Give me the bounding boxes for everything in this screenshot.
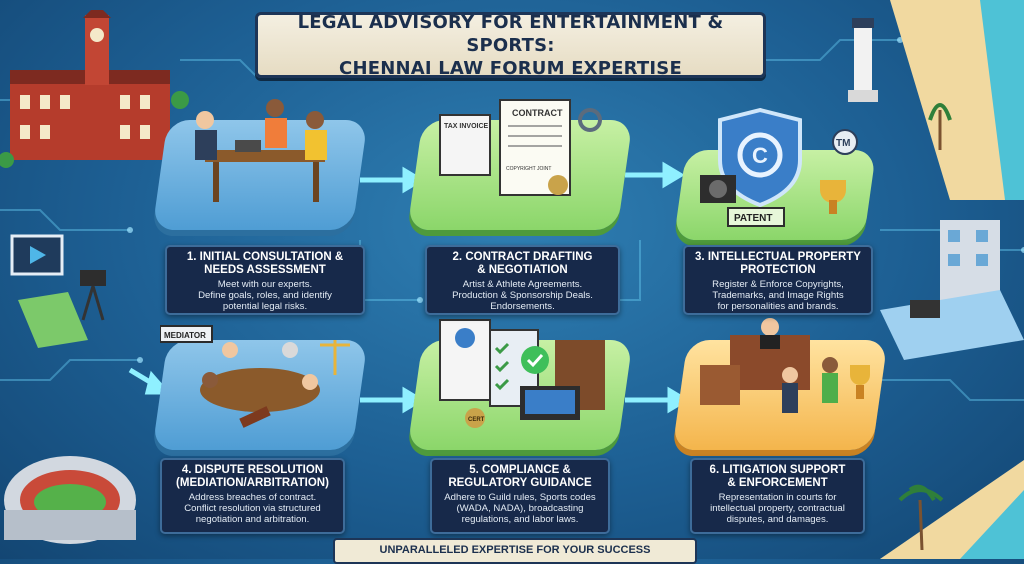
step-1-body-line: Define goals, roles, and identify: [198, 290, 332, 302]
mediator-label: MEDIATOR: [164, 331, 206, 340]
step-3-body-line: for personalities and brands.: [717, 301, 839, 313]
step-6-body-line: Representation in courts for: [718, 492, 837, 503]
step-4-heading-line-2: (MEDIATION/ARBITRATION): [176, 477, 329, 489]
consultation-meeting-scene: [195, 99, 327, 202]
step-2-body: Artist & Athlete Agreements. Production …: [433, 279, 612, 313]
step-6-body-line: disputes, and damages.: [726, 514, 829, 526]
cert-seal-label: CERT: [468, 417, 485, 423]
step-card-litigation: 6. LITIGATION SUPPORT & ENFORCEMENT Repr…: [690, 458, 865, 534]
step-1-body: Meet with our experts. Define goals, rol…: [173, 279, 357, 313]
step-1-body-line: potential legal risks.: [222, 301, 308, 313]
footer-tagline: UNPARALLELED EXPERTISE FOR YOUR SUCCESS: [333, 538, 697, 564]
step-5-body-line: regulations, and labor laws.: [461, 514, 579, 526]
step-5-heading-line-2: REGULATORY GUIDANCE: [448, 477, 592, 489]
step-2-heading-line-1: 2. CONTRACT DRAFTING: [452, 251, 593, 263]
step-6-heading-line-1: 6. LITIGATION SUPPORT: [709, 464, 846, 476]
office-building: [880, 220, 1024, 360]
step-2-body-line: Production & Sponsorship Deals.: [452, 290, 593, 302]
step-4-body: Address breaches of contract. Conflict r…: [168, 492, 337, 526]
step-1-heading-line-1: 1. INITIAL CONSULTATION &: [186, 251, 344, 263]
title-line-1: LEGAL ADVISORY FOR ENTERTAINMENT & SPORT…: [297, 11, 724, 56]
step-6-body: Representation in courts for intellectua…: [698, 492, 857, 526]
tax-invoice-label: TAX INVOICE: [444, 123, 489, 130]
ip-protection-scene: C PATENT TM: [700, 107, 858, 227]
step-card-dispute-resolution: 4. DISPUTE RESOLUTION (MEDIATION/ARBITRA…: [160, 458, 345, 534]
step-4-body-line: Conflict resolution via structured: [184, 503, 321, 515]
beach-lighthouse-scene: [848, 0, 1024, 200]
step-5-body-line: Adhere to Guild rules, Sports codes: [444, 492, 596, 503]
chennai-landmark-building: [0, 10, 189, 168]
courtroom-scene: [700, 318, 870, 413]
step-1-body-line: Meet with our experts.: [217, 279, 313, 290]
step-3-heading-line-2: PROTECTION: [740, 264, 816, 276]
step-1-heading-line-2: NEEDS ASSESSMENT: [204, 264, 326, 276]
patent-label: PATENT: [734, 213, 773, 224]
step-4-body-line: Address breaches of contract.: [188, 492, 317, 503]
step-2-body-line: Endorsements.: [490, 301, 555, 313]
step-2-heading-line-2: & NEGOTIATION: [477, 264, 568, 276]
trademark-label: TM: [836, 138, 850, 149]
step-4-body-line: negotiation and arbitration.: [195, 514, 310, 526]
step-5-heading-line-1: 5. COMPLIANCE &: [469, 464, 571, 476]
step-6-body-line: intellectual property, contractual: [710, 503, 845, 515]
step-3-body: Register & Enforce Copyrights, Trademark…: [691, 279, 865, 313]
step-card-intellectual-property: 3. INTELLECTUAL PROPERTY PROTECTION Regi…: [683, 245, 873, 315]
step-2-body-line: Artist & Athlete Agreements.: [462, 279, 583, 290]
copyright-joint-label: COPYRIGHT JOINT: [506, 166, 551, 172]
step-card-initial-consultation: 1. INITIAL CONSULTATION & NEEDS ASSESSME…: [165, 245, 365, 315]
contract-document-scene: TAX INVOICE CONTRACT COPYRIGHT JOINT: [439, 99, 602, 196]
beach-palm-scene: [880, 460, 1024, 559]
compliance-checklist-scene: CERT: [439, 319, 605, 428]
step-3-heading-line-1: 3. INTELLECTUAL PROPERTY: [695, 251, 861, 263]
title-line-2: CHENNAI LAW FORUM EXPERTISE: [339, 57, 682, 79]
step-6-heading-line-2: & ENFORCEMENT: [727, 477, 828, 489]
step-3-body-line: Trademarks, and Image Rights: [712, 290, 844, 302]
svg-text:C: C: [752, 143, 768, 168]
step-4-heading-line-1: 4. DISPUTE RESOLUTION: [181, 464, 324, 476]
step-5-body: Adhere to Guild rules, Sports codes (WAD…: [438, 492, 602, 526]
film-camera-crew: [10, 234, 106, 348]
contract-label: CONTRACT: [512, 108, 563, 118]
step-3-body-line: Register & Enforce Copyrights,: [712, 279, 844, 290]
stadium-icon: [4, 456, 136, 544]
mediation-table-scene: MEDIATOR: [160, 325, 350, 428]
step-card-compliance: 5. COMPLIANCE & REGULATORY GUIDANCE Adhe…: [430, 458, 610, 534]
main-title-banner: LEGAL ADVISORY FOR ENTERTAINMENT & SPORT…: [255, 11, 766, 79]
step-5-body-line: (WADA, NADA), broadcasting: [456, 503, 584, 515]
step-card-contract-drafting: 2. CONTRACT DRAFTING & NEGOTIATION Artis…: [425, 245, 620, 315]
